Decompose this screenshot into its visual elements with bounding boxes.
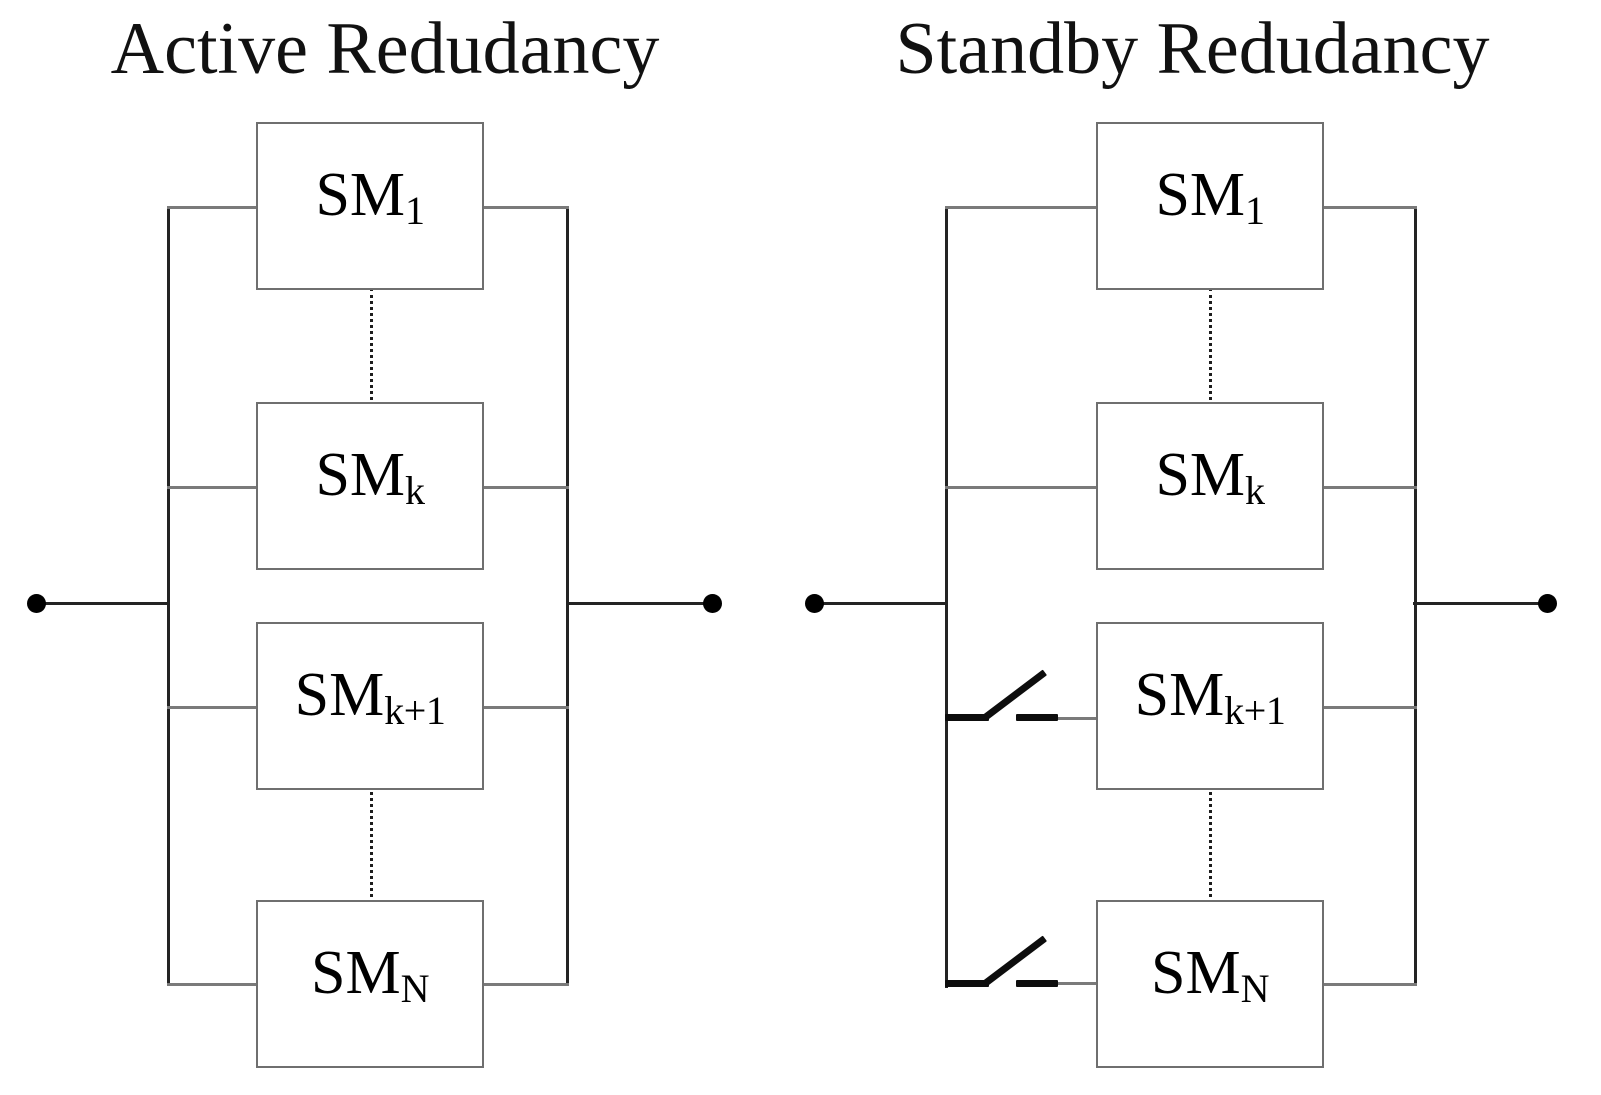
active-left-bus [167,206,170,985]
standby-module-label-smn: SMN [1151,939,1270,1011]
active-branch-left-sm1 [167,206,262,209]
standby-switch-contact-dash-smk1[interactable] [1016,714,1058,721]
active-branch-right-smk1 [481,706,569,709]
standby-output-wire [1413,602,1547,605]
active-branch-left-smn [167,983,262,986]
active-branch-right-smk [481,486,569,489]
active-branch-left-smk1 [167,706,262,709]
standby-switch-pole-stub-smk1[interactable] [945,714,989,721]
active-output-terminal-dot [703,594,722,613]
active-input-terminal-dot [27,594,46,613]
active-module-box-smk[interactable]: SMk [256,402,484,570]
active-module-label-smk: SMk [315,441,425,513]
standby-ellipsis-bottom [1209,787,1212,903]
active-branch-right-sm1 [481,206,569,209]
active-module-box-sm1[interactable]: SM1 [256,122,484,290]
standby-switch-contact-dash-smn[interactable] [1016,980,1058,987]
standby-branch-right-smk1 [1321,706,1417,709]
standby-switch-blade-smk1[interactable] [982,669,1048,721]
standby-branch-right-smk [1321,486,1417,489]
standby-input-terminal-dot [805,594,824,613]
standby-switch-leadin-smn [1055,982,1100,985]
active-module-label-sm1: SM1 [315,161,425,233]
standby-module-label-smk1: SMk+1 [1134,661,1286,733]
active-branch-right-smn [481,983,569,986]
standby-module-label-sm1: SM1 [1155,161,1265,233]
standby-redundancy-diagram: Standby Redudancy [780,0,1601,1095]
standby-module-box-sm1[interactable]: SM1 [1096,122,1324,290]
standby-branch-right-smn [1321,983,1417,986]
active-right-bus [566,206,569,985]
active-module-label-smk1: SMk+1 [294,661,446,733]
standby-module-label-smk: SMk [1155,441,1265,513]
active-module-label-smn: SMN [311,939,430,1011]
active-ellipsis-bottom [370,787,373,903]
standby-ellipsis-top [1209,288,1212,406]
standby-branch-left-sm1 [945,206,1100,209]
active-module-box-smn[interactable]: SMN [256,900,484,1068]
standby-module-box-smk1[interactable]: SMk+1 [1096,622,1324,790]
standby-input-wire [814,602,948,605]
standby-switch-pole-stub-smn[interactable] [945,980,989,987]
standby-redundancy-title: Standby Redudancy [895,8,1490,90]
active-module-box-smk1[interactable]: SMk+1 [256,622,484,790]
active-redundancy-diagram: Active Redudancy SM1 SMk [0,0,790,1095]
standby-left-bus [945,206,948,988]
active-output-wire [566,602,712,605]
standby-output-terminal-dot [1538,594,1557,613]
standby-branch-right-sm1 [1321,206,1417,209]
standby-module-box-smk[interactable]: SMk [1096,402,1324,570]
active-ellipsis-top [370,288,373,406]
active-input-wire [36,602,170,605]
standby-module-box-smn[interactable]: SMN [1096,900,1324,1068]
active-branch-left-smk [167,486,262,489]
standby-branch-left-smk [945,486,1100,489]
standby-switch-leadin-smk1 [1055,717,1100,720]
standby-right-bus [1414,206,1417,985]
standby-switch-blade-smn[interactable] [982,935,1048,987]
active-redundancy-title: Active Redudancy [110,8,660,90]
